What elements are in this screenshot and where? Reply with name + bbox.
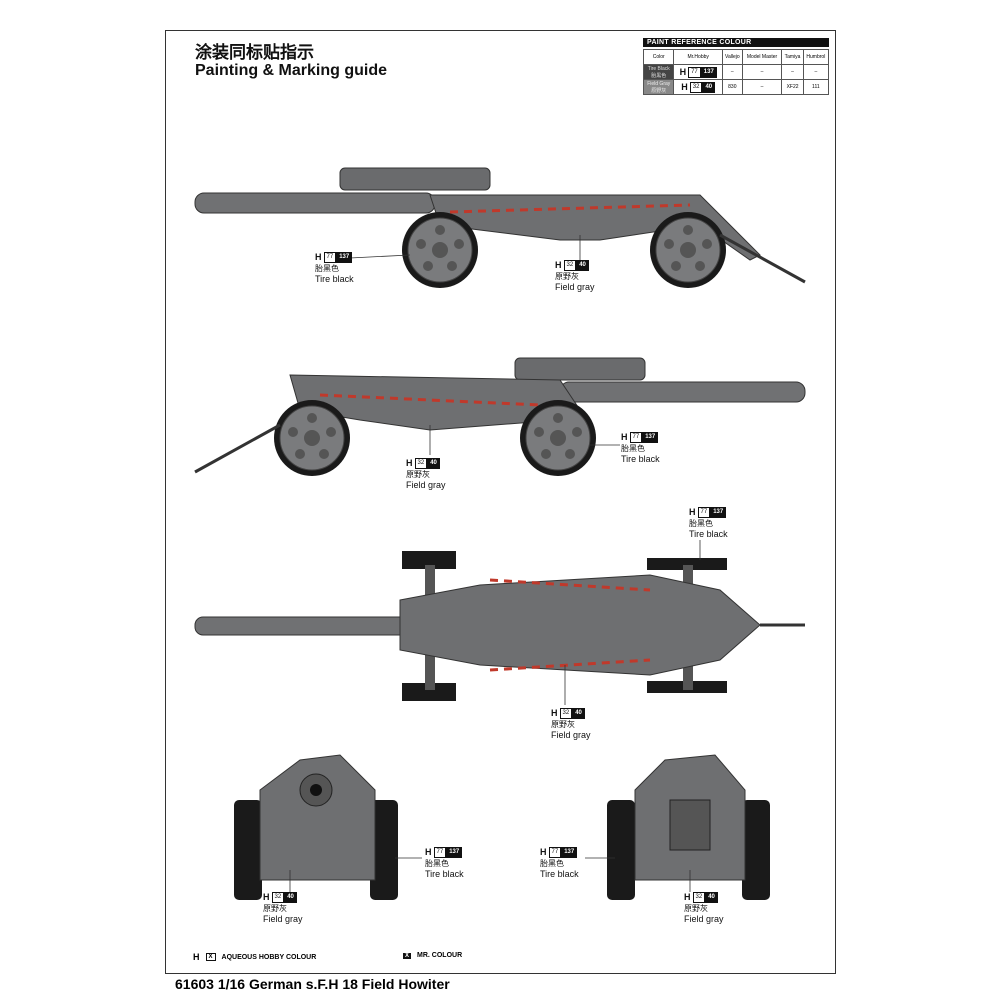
- mr-code: 40: [572, 708, 585, 719]
- mr-code: 40: [576, 260, 589, 271]
- color-name-cn: 原野灰: [406, 470, 430, 479]
- legend-box: X: [403, 952, 412, 959]
- h-code: H: [406, 458, 413, 468]
- mr-code: 40: [705, 892, 718, 903]
- mr-code: 137: [642, 432, 659, 443]
- color-name-cn: 胎黑色: [540, 859, 564, 868]
- mr-code: 40: [427, 458, 440, 469]
- aqueous-code: 32: [414, 458, 428, 469]
- color-name: Field gray: [555, 282, 595, 292]
- humbrol-value: 111: [802, 79, 830, 95]
- h-code: H: [684, 892, 691, 902]
- color-name: Field gray: [406, 480, 446, 490]
- humbrol-value: –: [802, 64, 830, 80]
- aqueous-code: 77: [548, 847, 562, 858]
- footer-title: 61603 1/16 German s.F.H 18 Field Howiter: [175, 976, 450, 992]
- aqueous-code: 32: [271, 892, 285, 903]
- aqueous-code: 32: [559, 708, 573, 719]
- h-code: H: [551, 708, 558, 718]
- aqueous-code: 32: [563, 260, 577, 271]
- h-code: H: [689, 507, 696, 517]
- h-code: H: [263, 892, 270, 902]
- aqueous-code: 77: [629, 432, 643, 443]
- color-name: Tire black: [315, 274, 354, 284]
- h-code: H: [555, 260, 562, 270]
- color-name: Tire Black: [647, 65, 670, 72]
- aqueous-code: 77: [697, 507, 711, 518]
- color-name: Tire black: [425, 869, 464, 879]
- front-view: [234, 754, 398, 900]
- legend-label: AQUEOUS HOBBY COLOUR: [221, 953, 317, 961]
- mr-code: 137: [710, 507, 727, 518]
- color-name-cn: 胎黑色: [651, 72, 667, 79]
- mr-code: 137: [446, 847, 463, 858]
- color-name-cn: 原野灰: [684, 904, 708, 913]
- color-name-cn: 原野灰: [651, 87, 667, 94]
- legend-box: X: [205, 953, 216, 961]
- paint-table-header: PAINT REFERENCE COLOUR: [643, 38, 829, 47]
- mr-code: 40: [702, 81, 716, 93]
- h-code: H: [315, 252, 322, 262]
- h-code: H: [679, 67, 687, 77]
- color-name: Field gray: [263, 914, 303, 924]
- color-name: Tire black: [689, 529, 728, 539]
- h-code: H: [425, 847, 432, 857]
- mr-code: 137: [561, 847, 578, 858]
- color-name: Field gray: [684, 914, 724, 924]
- title-chinese: 涂装同标贴指示: [195, 43, 314, 62]
- color-name-cn: 原野灰: [555, 272, 579, 281]
- color-name-cn: 胎黑色: [315, 264, 339, 273]
- top-view: [194, 551, 805, 701]
- page-title: Painting & Marking guide: [195, 62, 388, 79]
- aqueous-code: 77: [323, 252, 337, 263]
- rear-view: [607, 754, 770, 900]
- color-name: Tire black: [621, 454, 660, 464]
- page-frame: [165, 30, 836, 974]
- color-name-cn: 胎黑色: [621, 444, 645, 453]
- paint-reference-table: PAINT REFERENCE COLOUR Color Mr.Hobby Va…: [642, 38, 830, 95]
- aqueous-code: 77: [433, 847, 447, 858]
- h-code: H: [621, 432, 628, 442]
- h-code: H: [681, 82, 688, 92]
- aqueous-code: 77: [688, 66, 701, 78]
- side-view-left: [194, 167, 806, 289]
- aqueous-code: 32: [692, 892, 706, 903]
- color-name: Field Gray: [647, 80, 671, 87]
- tamiya-value: XF22: [781, 79, 804, 95]
- color-name-cn: 胎黑色: [425, 859, 449, 868]
- mr-code: 40: [284, 892, 297, 903]
- mr-code: 137: [336, 252, 353, 263]
- h-code: H: [540, 847, 547, 857]
- side-view-right: [194, 357, 806, 477]
- color-name-cn: 胎黑色: [689, 519, 713, 528]
- color-name-cn: 原野灰: [263, 904, 287, 913]
- mr-code: 137: [700, 66, 717, 78]
- color-name-cn: 原野灰: [551, 720, 575, 729]
- aqueous-code: 32: [689, 81, 703, 93]
- legend-mr-colour: X MR. COLOUR: [403, 952, 462, 959]
- legend-label: MR. COLOUR: [417, 952, 463, 959]
- color-name: Field gray: [551, 730, 591, 740]
- h-code: H: [193, 952, 200, 962]
- color-name: Tire black: [540, 869, 579, 879]
